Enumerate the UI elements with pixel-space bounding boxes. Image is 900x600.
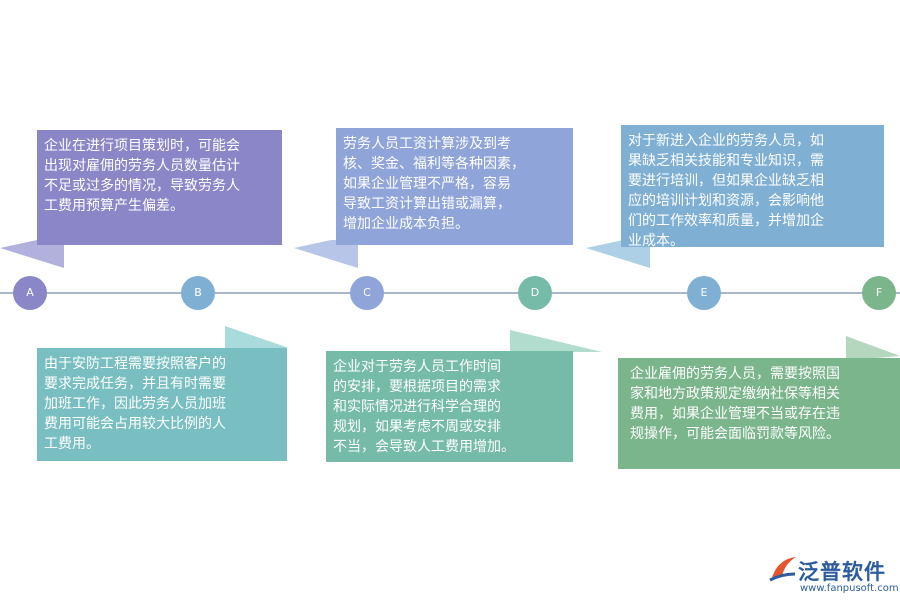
callout-text-b: 由于安防工程需要按照客户的 要求完成任务，并且有时需要 加班工作，因此劳务人员加… [44,356,226,452]
callout-text-d: 企业对于劳务人员工作时间 的安排，要根据项目的需求 和实际情况进行科学合理的 规… [333,359,515,455]
fanpu-logo-icon [769,557,796,582]
callout-text-a: 企业在进行项目策划时，可能会 出现对雇佣的劳务人员数量估计 不足或过多的情况，导… [44,138,240,214]
callout-tail-f [846,336,900,358]
callout-tail-d [510,330,602,352]
callout-box-e: 对于新进入企业的劳务人员，如 果缺乏相关技能和专业知识，需 要进行培训，但如果企… [621,125,884,249]
callout-box-b: 由于安防工程需要按照客户的 要求完成任务，并且有时需要 加班工作，因此劳务人员加… [37,348,287,461]
callout-text-e: 对于新进入企业的劳务人员，如 果缺乏相关技能和专业知识，需 要进行培训，但如果企… [628,133,824,249]
callout-tail-a [0,240,64,268]
timeline-line [0,292,900,294]
timeline-node-f: F [862,276,896,310]
callout-box-f: 企业雇佣的劳务人员，需要按照国 家和地方政策规定缴纳社保等相关 费用，如果企业管… [618,358,900,469]
timeline-node-d: D [518,276,552,310]
callout-text-f: 企业雇佣的劳务人员，需要按照国 家和地方政策规定缴纳社保等相关 费用，如果企业管… [630,366,840,442]
callout-tail-c [294,240,358,268]
logo-url: www.fanpusoft.com [800,583,899,594]
fanpu-logo: 泛普软件 www.fanpusoft.com [768,552,899,598]
callout-box-d: 企业对于劳务人员工作时间 的安排，要根据项目的需求 和实际情况进行科学合理的 规… [326,351,573,462]
callout-tail-e [586,240,650,268]
timeline-node-e: E [687,276,721,310]
timeline-node-b: B [181,276,215,310]
callout-text-c: 劳务人员工资计算涉及到考 核、奖金、福利等各种因素， 如果企业管理不严格，容易 … [343,136,525,232]
timeline-node-c: C [350,276,384,310]
callout-tail-b [225,326,289,348]
logo-name: 泛普软件 [798,560,886,584]
callout-box-a: 企业在进行项目策划时，可能会 出现对雇佣的劳务人员数量估计 不足或过多的情况，导… [37,130,282,245]
timeline-node-a: A [13,276,47,310]
callout-box-c: 劳务人员工资计算涉及到考 核、奖金、福利等各种因素， 如果企业管理不严格，容易 … [336,128,573,245]
